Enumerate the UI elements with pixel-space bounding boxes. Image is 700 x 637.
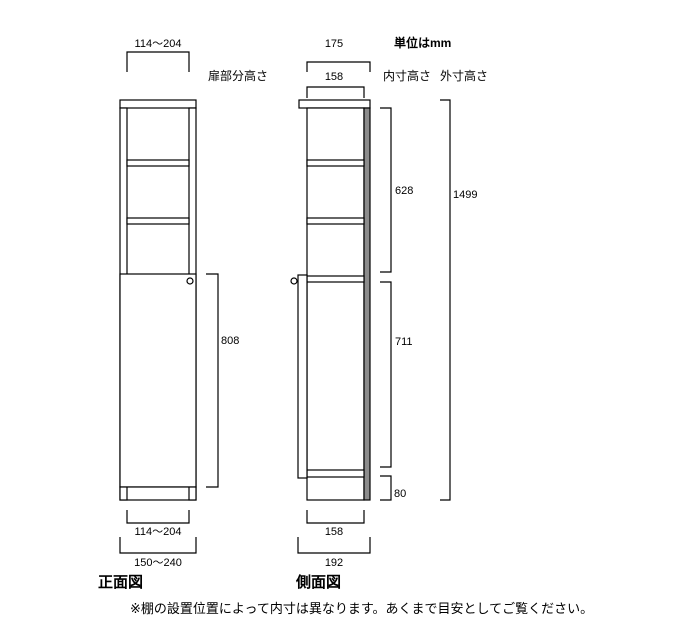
- dim-side-bottom-outer: [297, 537, 371, 554]
- side-bottom-outer-label: 192: [325, 557, 343, 569]
- side-view-title: 側面図: [295, 573, 341, 591]
- front-plinth: [119, 486, 197, 501]
- door-knob: [290, 277, 298, 285]
- dim-front-bottom-outer: [119, 537, 197, 554]
- dim-side-inner-depth: [306, 86, 365, 98]
- door-height-heading: 扉部分高さ: [208, 68, 268, 83]
- front-shelf: [126, 217, 190, 225]
- unit-label: 単位はmm: [394, 35, 451, 50]
- side-bottom-inner-label: 158: [325, 526, 343, 538]
- door-height-label: 808: [221, 335, 239, 347]
- inner-lower-label: 711: [395, 336, 413, 348]
- back-panel: [363, 107, 371, 501]
- side-shelf: [306, 159, 365, 167]
- dim-inner-base: [380, 475, 392, 501]
- side-body: [306, 107, 365, 501]
- dim-front-bottom-inner: [126, 510, 190, 524]
- outer-height-heading: 外寸高さ: [440, 68, 488, 83]
- front-top-width-label: 114〜204: [135, 38, 182, 50]
- dim-front-top-width: [126, 51, 190, 72]
- front-bottom-inner-label: 114〜204: [135, 526, 182, 538]
- side-top-board: [298, 99, 371, 109]
- dim-door-height: [206, 273, 219, 488]
- front-view-title: 正面図: [98, 574, 143, 591]
- front-shelf: [126, 159, 190, 167]
- side-shelf: [306, 275, 365, 283]
- front-view: 114〜204 扉部分高さ 808 114〜204 150〜240 正面図: [98, 38, 268, 591]
- dim-inner-lower: [380, 281, 392, 468]
- side-door: [297, 274, 308, 479]
- side-top-outer-label: 175: [325, 38, 343, 50]
- footnote: ※棚の設置位置によって内寸は異なります。あくまで目安としてご覧ください。: [130, 601, 593, 616]
- side-top-inner-label: 158: [325, 71, 343, 83]
- dim-side-bottom-inner: [306, 510, 365, 524]
- side-shelf: [306, 217, 365, 225]
- inner-base-label: 80: [394, 488, 406, 500]
- dim-outer-height: [440, 99, 451, 501]
- door-knob: [186, 277, 194, 285]
- front-door: [119, 273, 197, 488]
- inner-upper-label: 628: [395, 185, 413, 197]
- inner-height-heading: 内寸高さ: [383, 68, 431, 83]
- side-view: 175 158 単位はmm 内寸高さ 外寸高さ 628 711 80 1499 …: [290, 35, 488, 591]
- side-bottom-shelf: [306, 469, 365, 478]
- dim-side-outer-depth: [306, 61, 371, 72]
- front-top-board: [119, 99, 197, 109]
- dim-inner-upper: [380, 107, 392, 273]
- front-bottom-outer-label: 150〜240: [134, 557, 182, 569]
- outer-height-label: 1499: [453, 189, 477, 201]
